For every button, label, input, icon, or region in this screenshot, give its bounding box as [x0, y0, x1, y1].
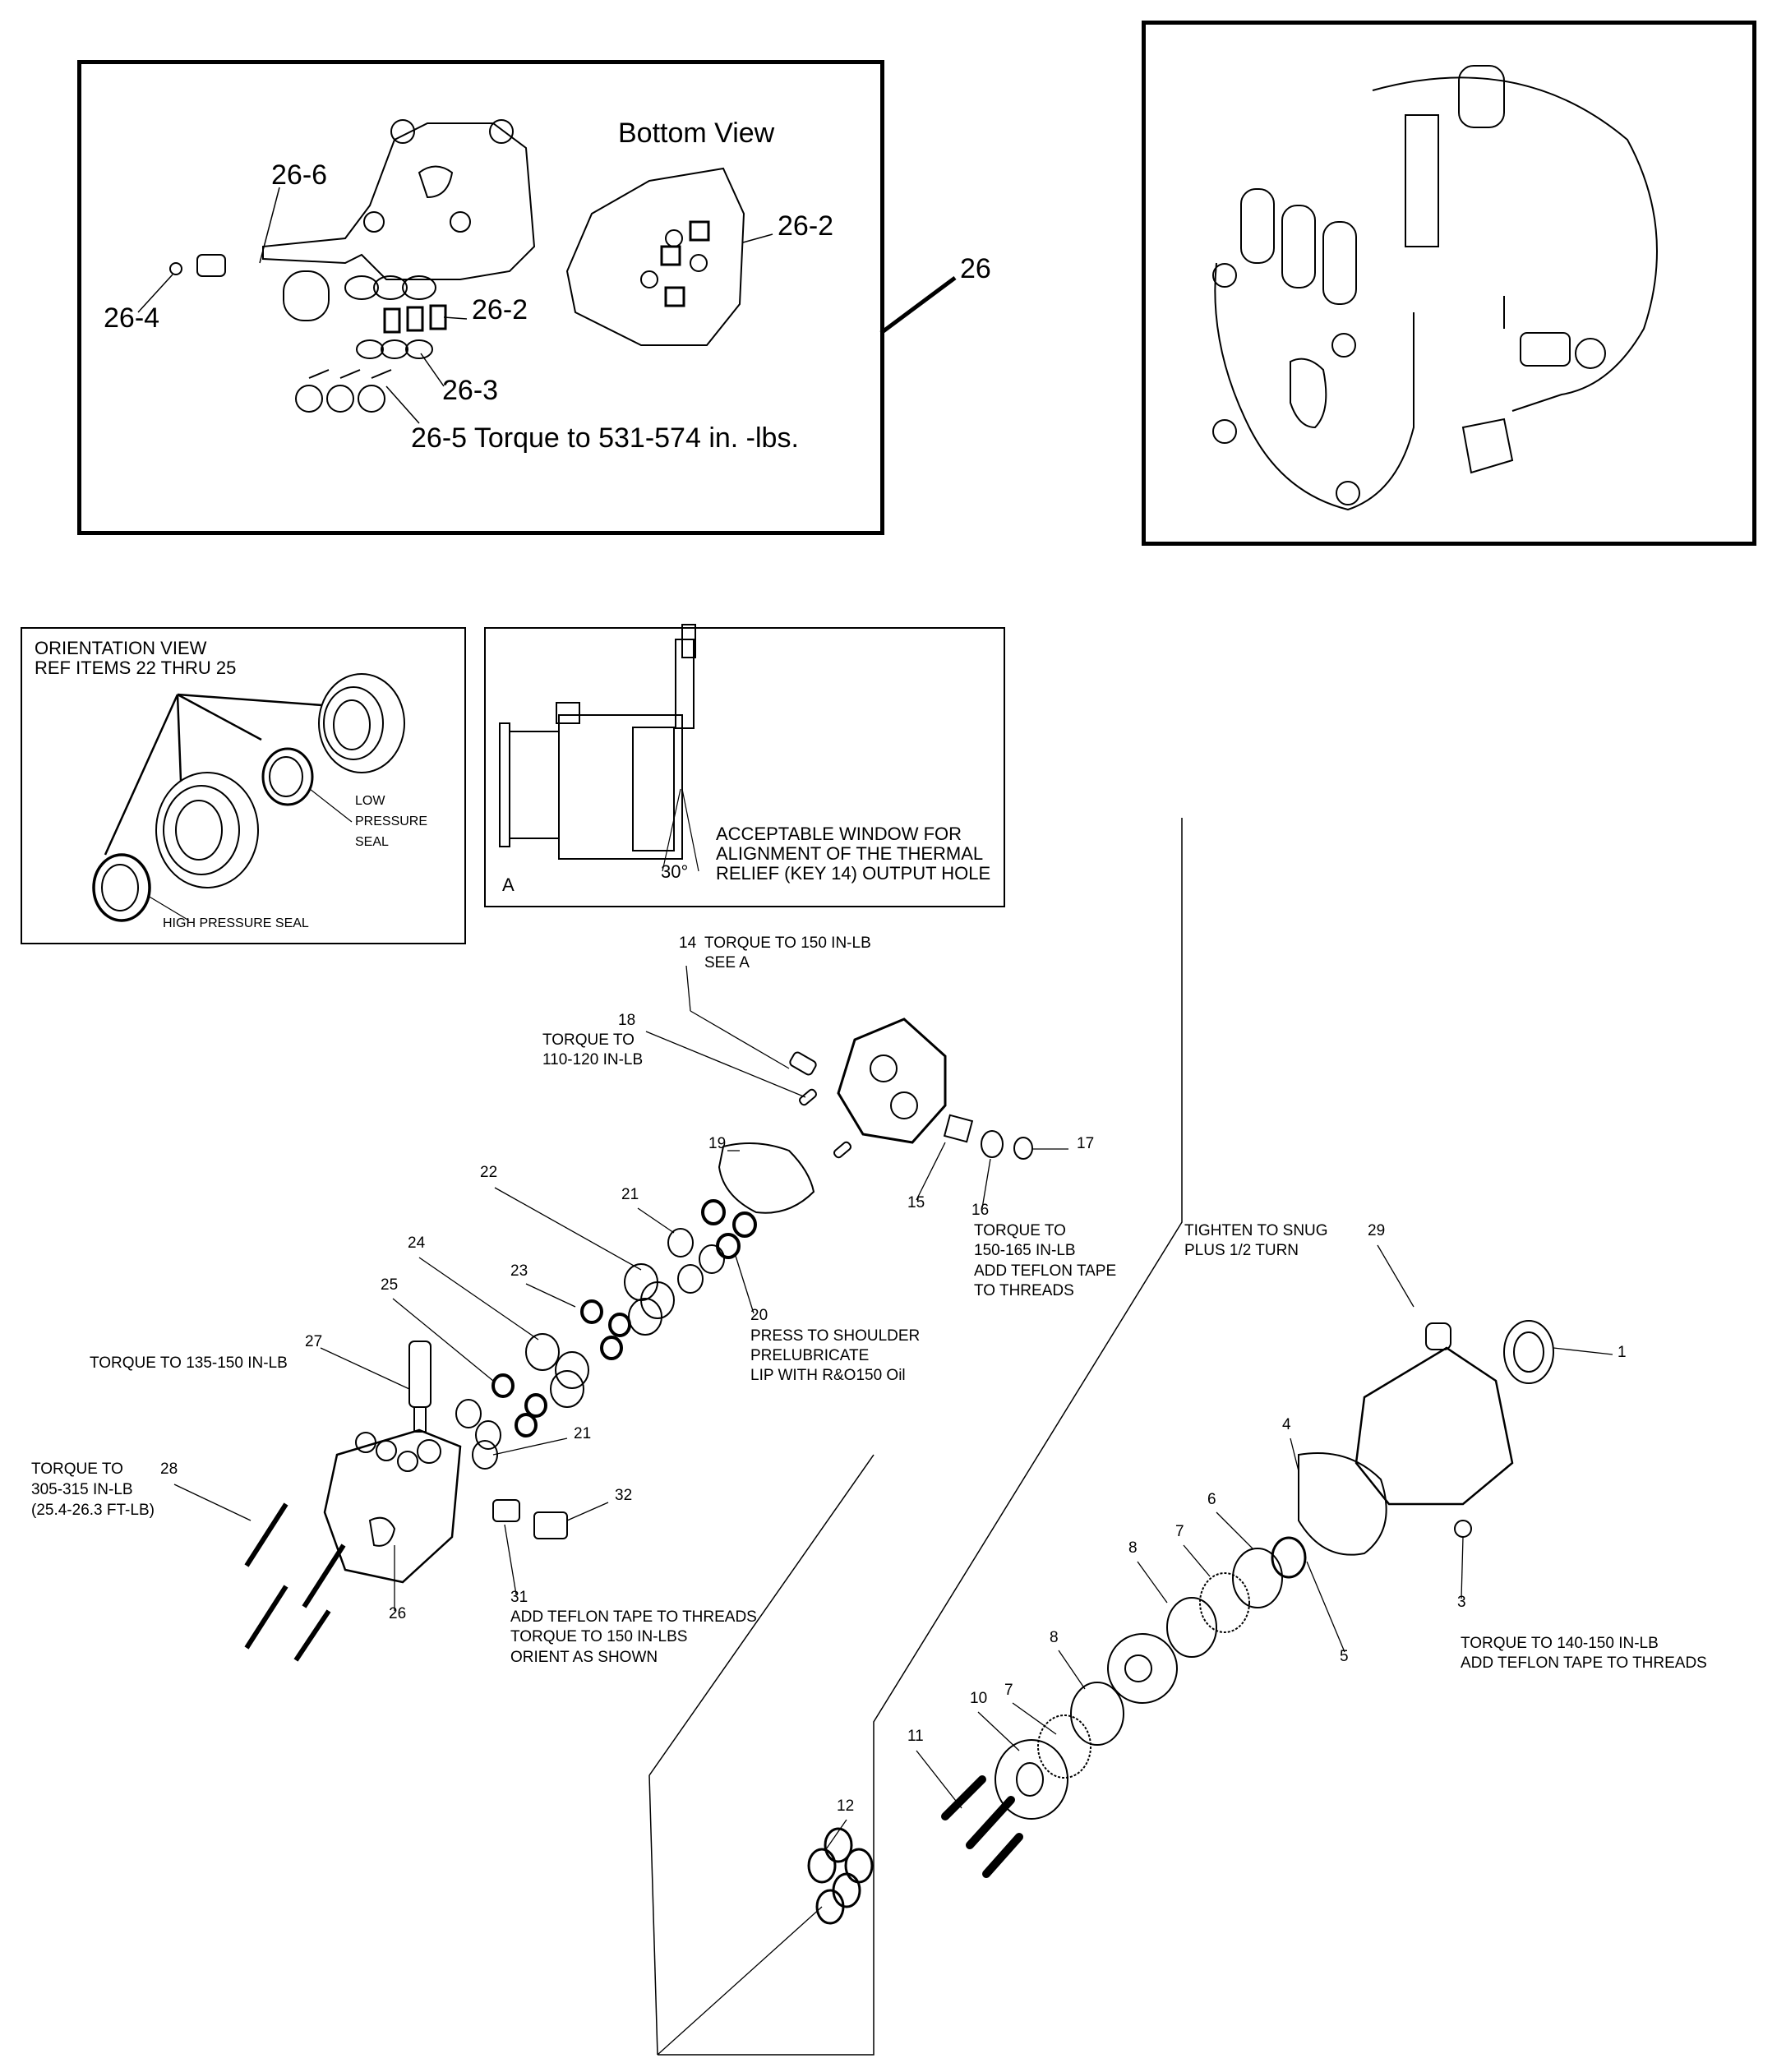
callout-16-note-line4: TO THREADS	[974, 1282, 1074, 1299]
callout-3-note-line2: ADD TEFLON TAPE TO THREADS	[1461, 1654, 1707, 1672]
inset-26-frame	[77, 60, 884, 535]
callout-12: 12	[837, 1797, 855, 1815]
bottom-view-label: Bottom View	[618, 118, 775, 149]
callout-18: 18	[618, 1012, 636, 1029]
orientation-title-line1: ORIENTATION VIEW	[35, 638, 207, 658]
callout-16-note-line2: 150-165 IN-LB	[974, 1242, 1076, 1259]
callout-26-2-front: 26-2	[472, 294, 528, 325]
callout-26-2-bottom: 26-2	[778, 210, 834, 242]
callout-4: 4	[1282, 1416, 1291, 1433]
callout-31: 31	[510, 1589, 528, 1606]
orientation-title-line2: REF ITEMS 22 THRU 25	[35, 658, 237, 678]
callout-25: 25	[381, 1276, 399, 1294]
assembly-guide-line-diag	[648, 1454, 875, 1776]
assembled-view-frame	[1142, 21, 1756, 546]
callout-8-lower: 8	[1050, 1629, 1059, 1646]
callout-15: 15	[907, 1194, 925, 1211]
assembly-guide-line-left	[648, 1774, 658, 2056]
callout-24: 24	[408, 1234, 426, 1252]
callout-18-note-line1: TORQUE TO	[542, 1031, 635, 1049]
callout-21-upper: 21	[621, 1186, 639, 1203]
low-pressure-seal-line1: LOW	[355, 794, 385, 808]
callout-1: 1	[1618, 1344, 1627, 1361]
callout-20-note-line1: PRESS TO SHOULDER	[750, 1327, 921, 1345]
callout-14-note-line2: SEE A	[704, 954, 750, 971]
callout-7-lower: 7	[1004, 1682, 1013, 1699]
callout-29-note-line2: PLUS 1/2 TURN	[1184, 1242, 1299, 1259]
detail-a-note-line1: ACCEPTABLE WINDOW FOR	[716, 824, 962, 844]
callout-28-note-line1: TORQUE TO	[31, 1461, 123, 1478]
low-pressure-seal-line2: PRESSURE	[355, 814, 428, 828]
callout-16-note-line3: ADD TEFLON TAPE	[974, 1262, 1117, 1280]
callout-17: 17	[1077, 1135, 1095, 1152]
callout-16: 16	[971, 1202, 990, 1219]
callout-26-4: 26-4	[104, 302, 160, 334]
callout-10: 10	[970, 1690, 988, 1707]
callout-27-note: TORQUE TO 135-150 IN-LB	[90, 1354, 288, 1372]
callout-26-5: 26-5 Torque to 531-574 in. -lbs.	[411, 422, 799, 454]
callout-18-note-line2: 110-120 IN-LB	[542, 1051, 644, 1068]
orientation-view-frame	[21, 627, 466, 944]
callout-28-note-line3: (25.4-26.3 FT-LB)	[31, 1502, 155, 1519]
assembled-pump-drawing	[1212, 65, 1658, 511]
callout-31-note-line3: ORIENT AS SHOWN	[510, 1649, 658, 1666]
callout-32: 32	[615, 1487, 633, 1504]
detail-a-frame	[484, 627, 1005, 907]
callout-5: 5	[1340, 1648, 1349, 1665]
callout-20-note-line2: PRELUBRICATE	[750, 1347, 870, 1364]
callout-20-note-line3: LIP WITH R&O150 Oil	[750, 1367, 906, 1384]
orientation-view-drawing	[92, 673, 405, 922]
callout-28-note-line2: 305-315 IN-LB	[31, 1481, 133, 1498]
callout-11: 11	[907, 1728, 924, 1745]
callout-leaders	[173, 965, 1613, 2056]
callout-29-note-line1: TIGHTEN TO SNUG	[1184, 1222, 1328, 1239]
callout-23: 23	[510, 1262, 528, 1280]
callout-3-note-line1: TORQUE TO 140-150 IN-LB	[1461, 1635, 1659, 1652]
callout-26-assembly: 26	[960, 253, 991, 284]
callout-29: 29	[1368, 1222, 1386, 1239]
callout-20: 20	[750, 1307, 768, 1324]
low-pressure-seal-line3: SEAL	[355, 835, 389, 849]
exploded-parts-drawing	[244, 1018, 1554, 1925]
detail-a-drawing	[499, 624, 699, 872]
callout-16-note-line1: TORQUE TO	[974, 1222, 1066, 1239]
detail-a-note-line3: RELIEF (KEY 14) OUTPUT HOLE	[716, 863, 991, 884]
callout-21-lower: 21	[574, 1425, 592, 1442]
detail-a-label: A	[502, 874, 515, 895]
assembly-guide-line	[658, 818, 1183, 2056]
callout-28: 28	[160, 1461, 178, 1478]
callout-31-note-line2: TORQUE TO 150 IN-LBS	[510, 1628, 688, 1645]
head-assembly-bottom-view-drawing	[565, 167, 745, 346]
detail-a-angle: 30°	[661, 861, 689, 882]
high-pressure-seal-label: HIGH PRESSURE SEAL	[163, 916, 309, 930]
callout-14: 14	[679, 934, 697, 952]
inset-26-leaders	[137, 187, 773, 424]
callout-26-6: 26-6	[271, 159, 328, 191]
callout-27: 27	[305, 1333, 323, 1350]
callout-3: 3	[1457, 1594, 1466, 1611]
callout-14-note-line1: TORQUE TO 150 IN-LB	[704, 934, 871, 952]
callout-26-3: 26-3	[442, 375, 499, 406]
head-assembly-front-view-drawing	[169, 119, 536, 413]
callout-31-note-line1: ADD TEFLON TAPE TO THREADS	[510, 1608, 757, 1626]
callout-19: 19	[708, 1135, 727, 1152]
callout-8-upper: 8	[1128, 1539, 1138, 1557]
assembly-26-leader	[879, 275, 957, 335]
detail-a-note-line2: ALIGNMENT OF THE THERMAL	[716, 843, 984, 864]
callout-6: 6	[1207, 1491, 1216, 1508]
callout-22: 22	[480, 1164, 498, 1181]
callout-26: 26	[389, 1605, 407, 1622]
callout-7-upper: 7	[1175, 1523, 1184, 1540]
